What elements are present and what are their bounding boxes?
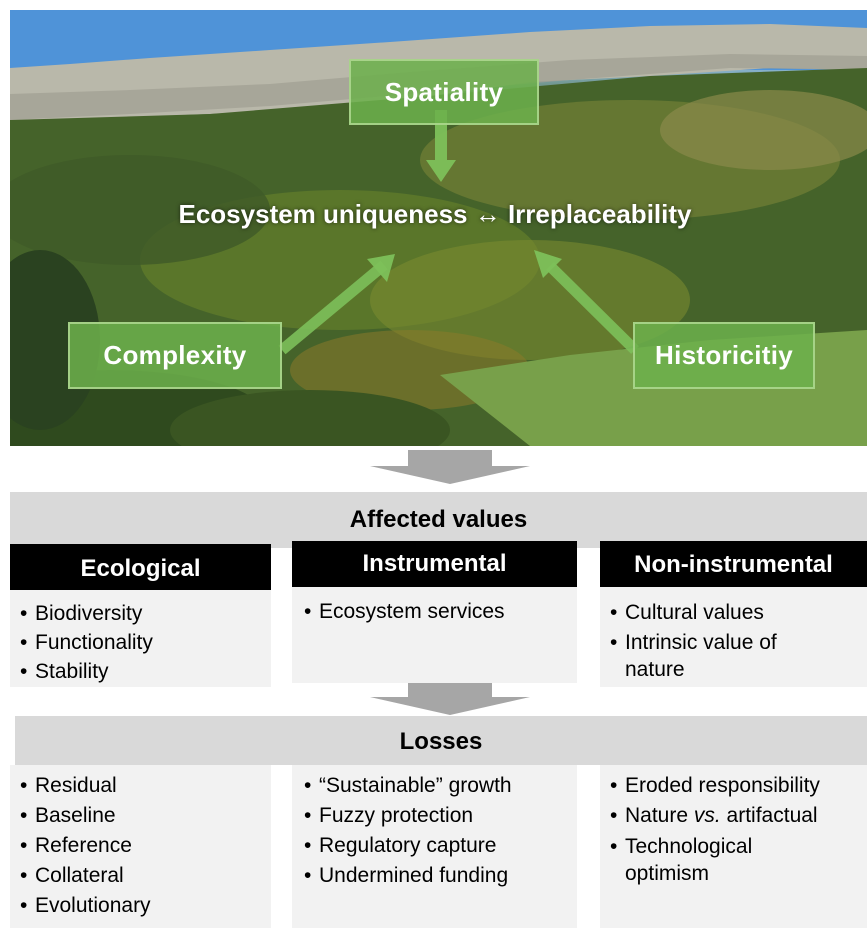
instrumental-header: Instrumental (292, 541, 577, 587)
list-item: Intrinsic value of nature (608, 629, 867, 683)
down-arrow-icon (370, 450, 530, 484)
ecosystem-uniqueness-title: Ecosystem uniqueness ↔ Irreplaceability (10, 199, 760, 230)
list-item: Fuzzy protection (302, 801, 577, 831)
non-instrumental-losses-list: Eroded responsibility Nature vs. artifac… (600, 765, 867, 928)
list-item: Functionality (18, 628, 271, 657)
landscape-photo: Spatiality Ecosystem uniqueness ↔ Irrepl… (10, 10, 867, 446)
list-item: Cultural values (608, 598, 867, 627)
list-item: Regulatory capture (302, 831, 577, 861)
list-item: Ecosystem services (302, 597, 577, 626)
down-arrow-icon (370, 683, 530, 715)
list-item: Biodiversity (18, 599, 271, 628)
list-item: Undermined funding (302, 861, 577, 891)
list-item: Technological optimism (608, 833, 867, 887)
list-item: Stability (18, 657, 271, 686)
complexity-node: Complexity (68, 322, 282, 389)
versus-text: vs. (693, 804, 721, 827)
instrumental-values-list: Ecosystem services (292, 587, 577, 683)
instrumental-losses-list: “Sustainable” growth Fuzzy protection Re… (292, 765, 577, 928)
ecological-header: Ecological (10, 544, 271, 590)
list-item: Evolutionary (18, 891, 271, 921)
list-item: “Sustainable” growth (302, 771, 577, 801)
list-item: Eroded responsibility (608, 771, 867, 801)
historicity-node: Historicitiy (633, 322, 815, 389)
ecological-values-list: Biodiversity Functionality Stability (10, 590, 271, 687)
list-item: Collateral (18, 861, 271, 891)
list-item: Baseline (18, 801, 271, 831)
list-item: Residual (18, 771, 271, 801)
ecosystem-uniqueness-label: Ecosystem uniqueness ↔ Irreplaceability (178, 199, 692, 229)
list-item: Nature vs. artifactual (608, 801, 867, 831)
spatiality-node: Spatiality (349, 59, 539, 125)
affected-values-band: Affected values (10, 492, 867, 548)
non-instrumental-values-list: Cultural values Intrinsic value of natur… (600, 587, 867, 687)
list-item: Reference (18, 831, 271, 861)
non-instrumental-header: Non-instrumental (600, 541, 867, 587)
ecological-losses-list: Residual Baseline Reference Collateral E… (10, 765, 271, 928)
losses-band: Losses (15, 716, 867, 765)
